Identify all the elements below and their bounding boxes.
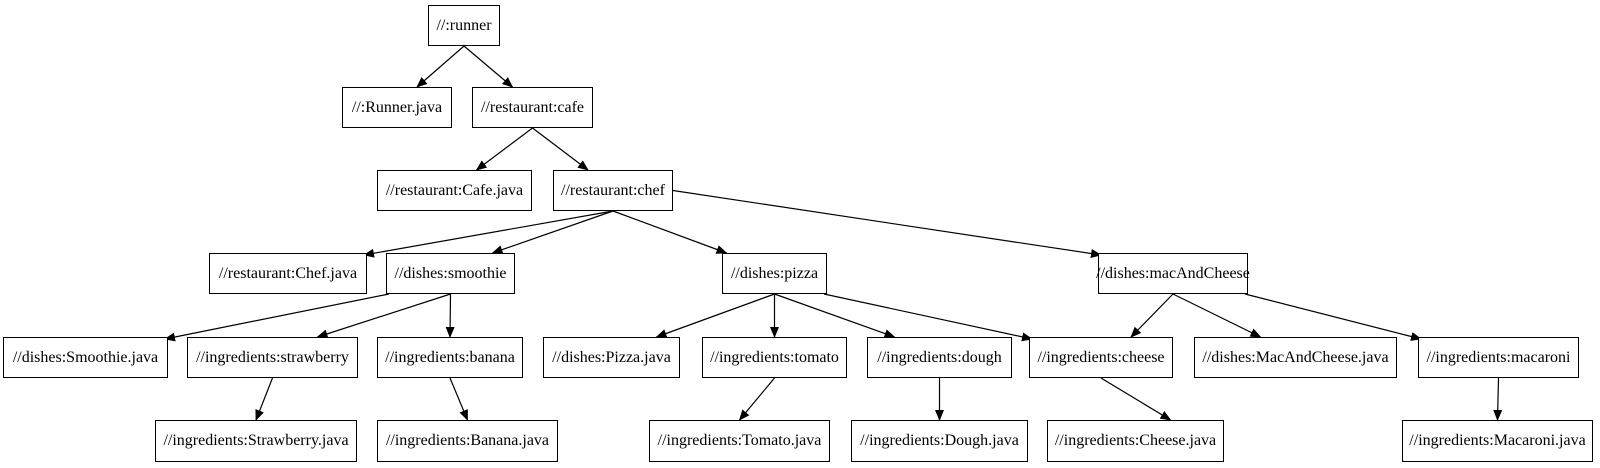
graph-node-strawberry: //ingredients:strawberry — [187, 337, 358, 378]
graph-node-macaroni: //ingredients:macaroni — [1418, 337, 1579, 378]
graph-node-cafe: //restaurant:cafe — [472, 87, 593, 128]
graph-edge-cafe-to-cafe-java — [475, 127, 533, 171]
graph-node-mac-and-cheese-java: //dishes:MacAndCheese.java — [1194, 337, 1397, 378]
graph-node-banana: //ingredients:banana — [377, 337, 523, 378]
graph-node-mac-and-cheese: //dishes:macAndCheese — [1096, 253, 1250, 294]
graph-edge-smoothie-to-strawberry — [316, 293, 451, 339]
graph-node-tomato-java: //ingredients:Tomato.java — [649, 420, 830, 462]
graph-node-cafe-java: //restaurant:Cafe.java — [377, 170, 532, 211]
graph-edge-macaroni-to-macaroni-java — [1493, 377, 1503, 421]
graph-node-runner: //:runner — [428, 5, 500, 46]
graph-node-cheese: //ingredients:cheese — [1029, 337, 1173, 378]
graph-edge-runner-to-runner-java — [416, 45, 465, 88]
graph-node-macaroni-java: //ingredients:Macaroni.java — [1402, 420, 1593, 462]
graph-edge-chef-to-mac-and-cheese — [672, 189, 1102, 258]
graph-edge-runner-to-cafe — [463, 45, 514, 88]
graph-edge-mac-and-cheese-to-cheese — [1130, 293, 1174, 338]
graph-node-banana-java: //ingredients:Banana.java — [377, 420, 558, 462]
graph-edge-tomato-to-tomato-java — [738, 377, 775, 421]
graph-edge-mac-and-cheese-to-mac-and-cheese-java — [1172, 293, 1262, 338]
graph-node-strawberry-java: //ingredients:Strawberry.java — [155, 420, 357, 462]
graph-node-dough: //ingredients:dough — [867, 337, 1012, 378]
graph-node-tomato: //ingredients:tomato — [702, 337, 847, 378]
graph-edge-banana-to-banana-java — [449, 377, 469, 421]
graph-edge-smoothie-to-banana — [445, 293, 455, 338]
graph-edge-pizza-to-cheese — [823, 293, 1033, 342]
graph-edge-chef-to-smoothie — [491, 210, 614, 254]
graph-edge-chef-to-pizza — [612, 210, 728, 254]
graph-edge-cafe-to-chef — [532, 127, 589, 171]
graph-edge-smoothie-to-smoothie-java — [164, 293, 390, 342]
graph-node-pizza-java: //dishes:Pizza.java — [543, 337, 680, 378]
graph-edge-strawberry-to-strawberry-java — [255, 377, 274, 421]
graph-node-smoothie-java: //dishes:Smoothie.java — [3, 337, 168, 378]
graph-node-dough-java: //ingredients:Dough.java — [851, 420, 1028, 462]
graph-edge-pizza-to-pizza-java — [655, 293, 775, 338]
graph-node-cheese-java: //ingredients:Cheese.java — [1047, 420, 1224, 462]
graph-node-chef: //restaurant:chef — [553, 170, 673, 211]
graph-edge-cheese-to-cheese-java — [1100, 377, 1172, 421]
graph-node-smoothie: //dishes:smoothie — [386, 253, 515, 294]
graph-node-chef-java: //restaurant:Chef.java — [209, 253, 367, 294]
graph-edge-mac-and-cheese-to-macaroni — [1244, 293, 1422, 341]
graph-edge-pizza-to-dough — [774, 293, 896, 338]
graph-node-runner-java: //:Runner.java — [342, 87, 452, 128]
graph-node-pizza: //dishes:pizza — [722, 253, 827, 294]
graph-edge-chef-to-chef-java — [363, 210, 614, 258]
